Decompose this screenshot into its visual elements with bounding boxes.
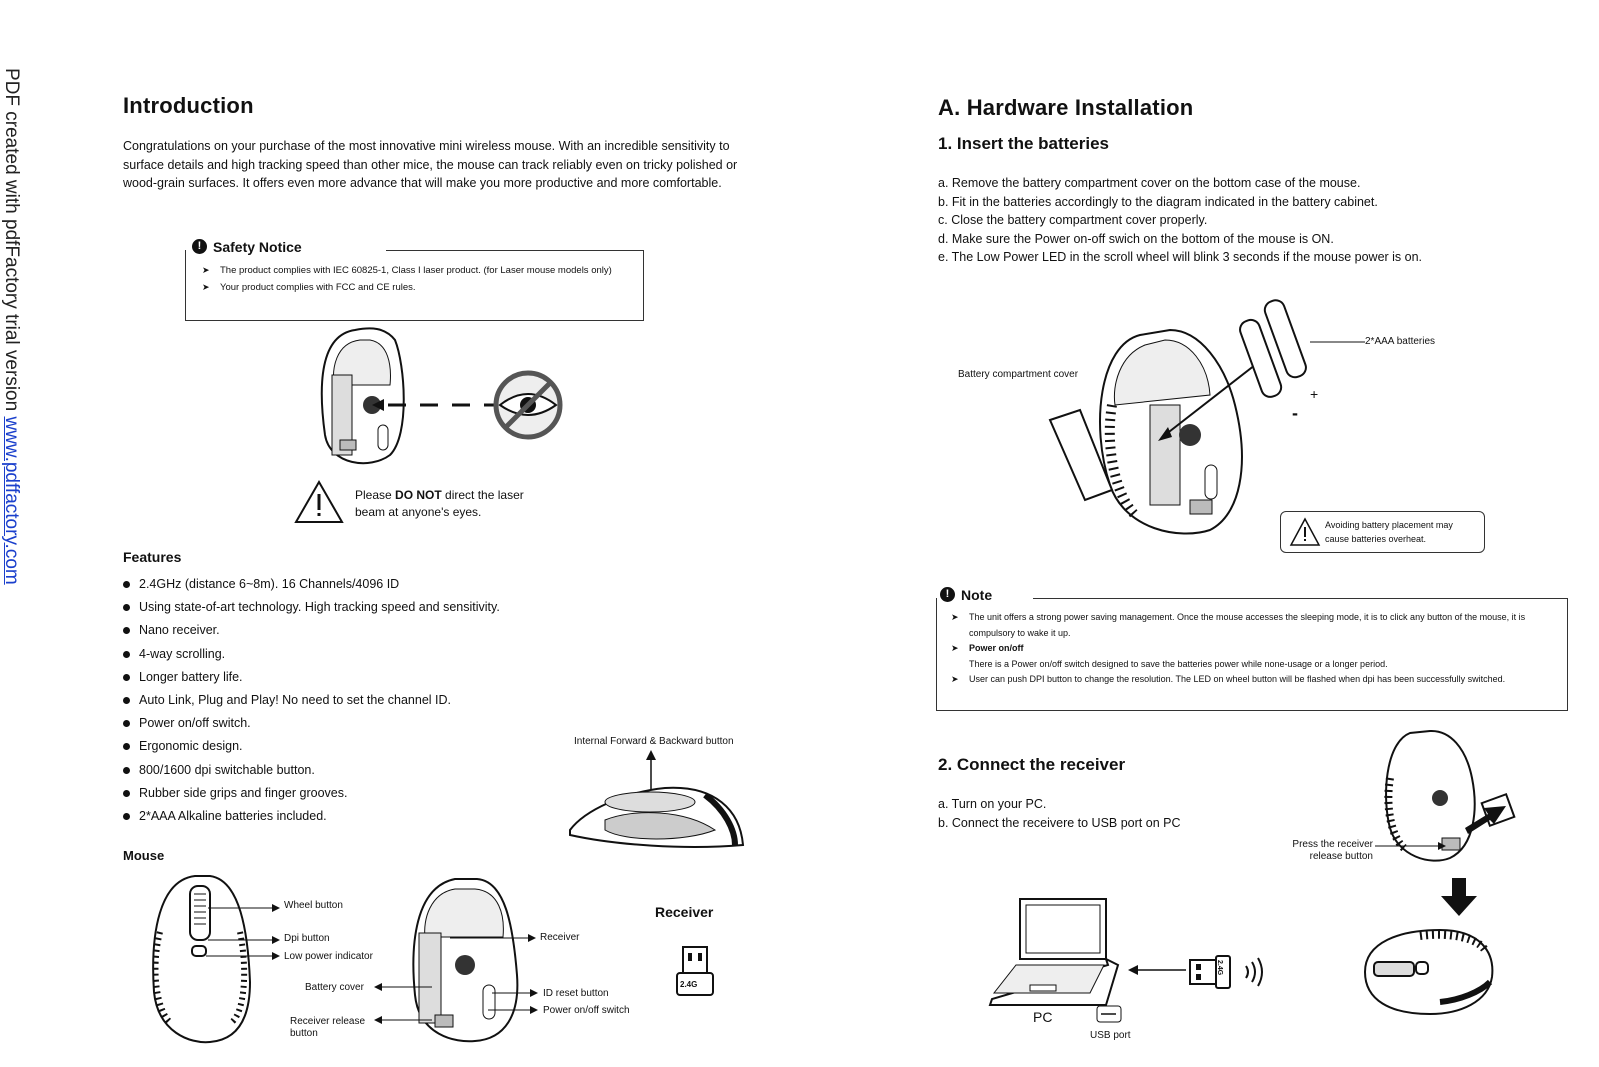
feature-item: 2*AAA Alkaline batteries included. bbox=[123, 805, 683, 828]
step1-item: b. Fit in the batteries accordingly to t… bbox=[938, 194, 1378, 209]
label-cover: Battery compartment cover bbox=[958, 369, 1079, 380]
feature-item: Nano receiver. bbox=[123, 619, 683, 642]
label-id-reset: ID reset button bbox=[543, 988, 609, 999]
note-item-text: The unit offers a strong power saving ma… bbox=[969, 612, 1526, 638]
feature-item: Longer battery life. bbox=[123, 666, 683, 689]
exclamation-icon: ! bbox=[192, 239, 207, 255]
mouse-bottom-arrows bbox=[374, 934, 538, 1024]
laser-eye-illustration bbox=[320, 327, 563, 465]
side-mouse-illustration bbox=[569, 750, 745, 848]
safety-item: The product complies with IEC 60825-1, C… bbox=[202, 262, 637, 279]
label-receiver: Receiver bbox=[540, 932, 580, 943]
battery-leader-line bbox=[1310, 341, 1365, 343]
receiver-connect-icon bbox=[1189, 955, 1263, 989]
label-power-switch: Power on/off switch bbox=[543, 1005, 630, 1016]
warning-text-post: direct the laser beam at anyone's eyes. bbox=[355, 488, 524, 519]
down-arrow-icon bbox=[1441, 878, 1477, 916]
label-wheel-button: Wheel button bbox=[284, 900, 343, 911]
watermark-link[interactable]: www.pdffactory.com bbox=[1, 416, 22, 585]
mouse-bottom-icon bbox=[320, 327, 405, 465]
step2-title: 2. Connect the receiver bbox=[938, 755, 1126, 774]
receiver-icon bbox=[676, 946, 714, 996]
intro-text: Congratulations on your purchase of the … bbox=[123, 139, 738, 190]
label-low-power: Low power indicator bbox=[284, 951, 373, 962]
safety-box: The product complies with IEC 60825-1, C… bbox=[185, 250, 644, 321]
safety-title: Safety Notice bbox=[213, 238, 302, 255]
warning-triangle-icon bbox=[1289, 517, 1321, 546]
step2-item: a. Turn on your PC. bbox=[938, 797, 1047, 811]
note-item: The unit offers a strong power saving ma… bbox=[951, 610, 1557, 641]
safety-heading: ! Safety Notice bbox=[192, 238, 302, 256]
release-arrow bbox=[1375, 842, 1446, 850]
no-eye-icon bbox=[493, 370, 563, 440]
feature-item: 4-way scrolling. bbox=[123, 643, 683, 666]
plus-sign: + bbox=[1310, 386, 1319, 402]
note-heading: ! Note bbox=[940, 586, 992, 604]
battery-cover-piece bbox=[1048, 408, 1114, 502]
exclamation-icon: ! bbox=[940, 587, 955, 603]
step1-item: e. The Low Power LED in the scroll wheel… bbox=[938, 250, 1423, 264]
step1-item: a. Remove the battery compartment cover … bbox=[938, 176, 1361, 190]
warning-triangle-icon bbox=[294, 479, 344, 523]
pdf-watermark: PDF created with pdfFactory trial versio… bbox=[0, 68, 23, 598]
features-title: Features bbox=[123, 549, 182, 565]
connect-arrow bbox=[1128, 965, 1186, 975]
feature-item: 800/1600 dpi switchable button. bbox=[123, 759, 683, 782]
features-list: 2.4GHz (distance 6~8m). 16 Channels/4096… bbox=[123, 573, 683, 828]
note-item-text: User can push DPI button to change the r… bbox=[969, 674, 1506, 684]
safety-item: Your product complies with FCC and CE ru… bbox=[202, 279, 637, 296]
step1-item: d. Make sure the Power on-off swich on t… bbox=[938, 231, 1334, 246]
step2-list: a. Turn on your PC. b. Connect the recei… bbox=[938, 795, 1268, 832]
mouse-top-view bbox=[152, 875, 280, 1044]
feature-item: Auto Link, Plug and Play! No need to set… bbox=[123, 689, 683, 712]
feature-item: Using state-of-art technology. High trac… bbox=[123, 596, 683, 619]
feature-item: Rubber side grips and finger grooves. bbox=[123, 782, 683, 805]
receiver-release-illustration bbox=[1384, 729, 1516, 862]
laptop-icon bbox=[988, 898, 1120, 1006]
note-item-bold: Power on/off bbox=[969, 643, 1024, 653]
usb-port-label: USB port bbox=[1090, 1030, 1131, 1041]
minus-sign: - bbox=[1292, 403, 1298, 423]
note-item: User can push DPI button to change the r… bbox=[951, 672, 1557, 688]
feature-item: Power on/off switch. bbox=[123, 712, 683, 735]
battery-install-illustration bbox=[1048, 299, 1307, 535]
side-button-label: Internal Forward & Backward button bbox=[574, 736, 734, 747]
intro-title: Introduction bbox=[123, 93, 254, 118]
feature-item: 2.4GHz (distance 6~8m). 16 Channels/4096… bbox=[123, 573, 683, 596]
note-item-text: There is a Power on/off switch designed … bbox=[969, 658, 1388, 669]
mouse-title: Mouse bbox=[123, 848, 165, 863]
pc-label: PC bbox=[1033, 1009, 1053, 1025]
feature-item: Ergonomic design. bbox=[123, 735, 683, 758]
label-dpi-button: Dpi button bbox=[284, 933, 330, 944]
receiver-chip-label-right: 2.4G bbox=[1216, 960, 1223, 976]
battery-icon bbox=[1239, 299, 1307, 398]
hardware-title: A. Hardware Installation bbox=[938, 95, 1194, 120]
label-receiver-release: Receiver release button bbox=[290, 1016, 366, 1039]
side-mouse-bottom-icon bbox=[1363, 928, 1494, 1016]
battery-warning-box: Avoiding battery placement may cause bat… bbox=[1280, 511, 1485, 553]
step1-list: a. Remove the battery compartment cover … bbox=[938, 174, 1558, 267]
label-press-release: Press the receiver release button bbox=[1292, 839, 1373, 862]
step1-title: 1. Insert the batteries bbox=[938, 134, 1110, 153]
label-batteries: 2*AAA batteries bbox=[1365, 336, 1436, 347]
note-box: The unit offers a strong power saving ma… bbox=[936, 598, 1568, 711]
warning-text-pre: Please bbox=[355, 488, 396, 502]
label-battery-cover: Battery cover bbox=[305, 982, 364, 993]
laser-warning: Please DO NOT direct the laser beam at a… bbox=[355, 487, 555, 521]
mouse-bottom-view bbox=[412, 878, 519, 1043]
battery-warning-text: Avoiding battery placement may cause bat… bbox=[1325, 520, 1453, 544]
watermark-text: PDF created with pdfFactory trial versio… bbox=[1, 68, 22, 417]
receiver-chip-label: 2.4G bbox=[680, 980, 698, 989]
usb-icon bbox=[1096, 1005, 1122, 1023]
step2-item: b. Connect the receivere to USB port on … bbox=[938, 815, 1181, 830]
step1-item: c. Close the battery compartment cover p… bbox=[938, 213, 1208, 227]
warning-text-bold: DO NOT bbox=[395, 488, 442, 502]
note-title: Note bbox=[961, 586, 993, 603]
receiver-title: Receiver bbox=[655, 904, 714, 920]
